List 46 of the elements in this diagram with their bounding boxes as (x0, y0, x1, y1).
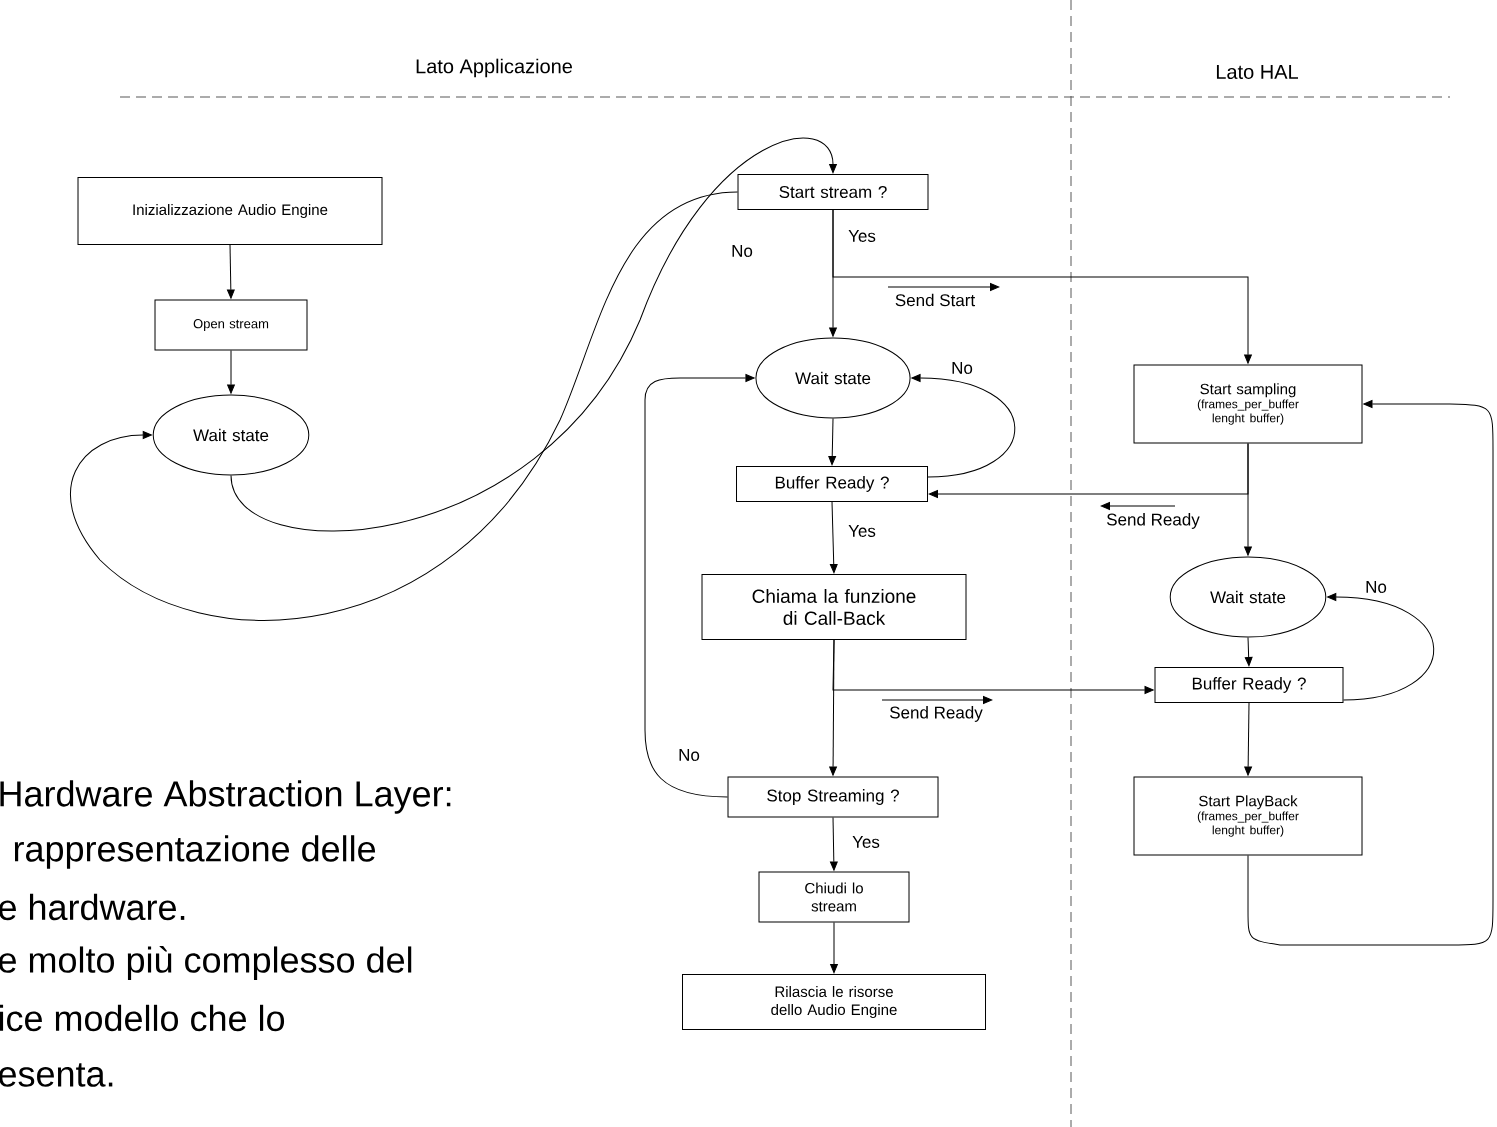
arrow (829, 817, 838, 871)
process-box: Stop Streaming ? (727, 776, 939, 818)
edge-label: Send Ready (888, 705, 984, 723)
note-text: esenta. (0, 1063, 113, 1087)
edge-label: Yes (847, 229, 877, 243)
process-box: Chiudi lo stream (758, 871, 910, 923)
arrow (832, 209, 1252, 364)
arrow (1247, 400, 1494, 946)
edge-label: No (950, 361, 974, 375)
process-box: Inizializzazione Audio Engine (77, 177, 383, 245)
arrow (832, 639, 1154, 694)
arrow (227, 350, 235, 394)
arrow (911, 374, 1016, 478)
process-box: Rilascia le risorse dello Audio Engine (682, 974, 986, 1030)
process-box: Start PlayBack (frames_per_buffer lenght buffer) (1133, 776, 1363, 856)
arrow (1244, 637, 1253, 667)
note-text: ice modello che lo (0, 1004, 285, 1032)
note-text: e molto più complesso del (0, 946, 412, 980)
process-box: Open stream (154, 299, 308, 351)
arrow (1327, 593, 1435, 701)
note-text: rappresentazione delle (14, 835, 376, 869)
column-heading: Lato HAL (1216, 65, 1298, 79)
process-box: Buffer Ready ? (1154, 667, 1344, 703)
process-box: Chiama la funzione di Call-Back (701, 574, 967, 640)
edge-label: No (1364, 580, 1388, 594)
edge-label: Send Ready (1105, 512, 1201, 530)
arrow (830, 922, 838, 974)
process-box: Start sampling (frames_per_buffer lenght buffer) (1133, 364, 1363, 444)
arrow (70, 191, 738, 621)
edge-label: Yes (847, 524, 877, 538)
arrow (226, 244, 235, 299)
arrow (828, 418, 837, 466)
column-heading: Lato Applicazione (416, 58, 572, 78)
arrow (644, 374, 755, 798)
arrow (1244, 702, 1253, 776)
arrow (230, 137, 837, 531)
edge-label: No (677, 748, 701, 762)
note-text: Hardware Abstraction Layer: (0, 780, 451, 814)
arrow (1244, 443, 1252, 556)
edge-label: Yes (851, 835, 881, 849)
arrow (829, 501, 838, 574)
edge-label: No (730, 244, 754, 258)
process-box: Buffer Ready ? (736, 466, 928, 502)
note-text: e hardware. (0, 893, 185, 921)
process-box: Start stream ? (737, 174, 929, 210)
edge-label: Send Start (893, 292, 977, 308)
